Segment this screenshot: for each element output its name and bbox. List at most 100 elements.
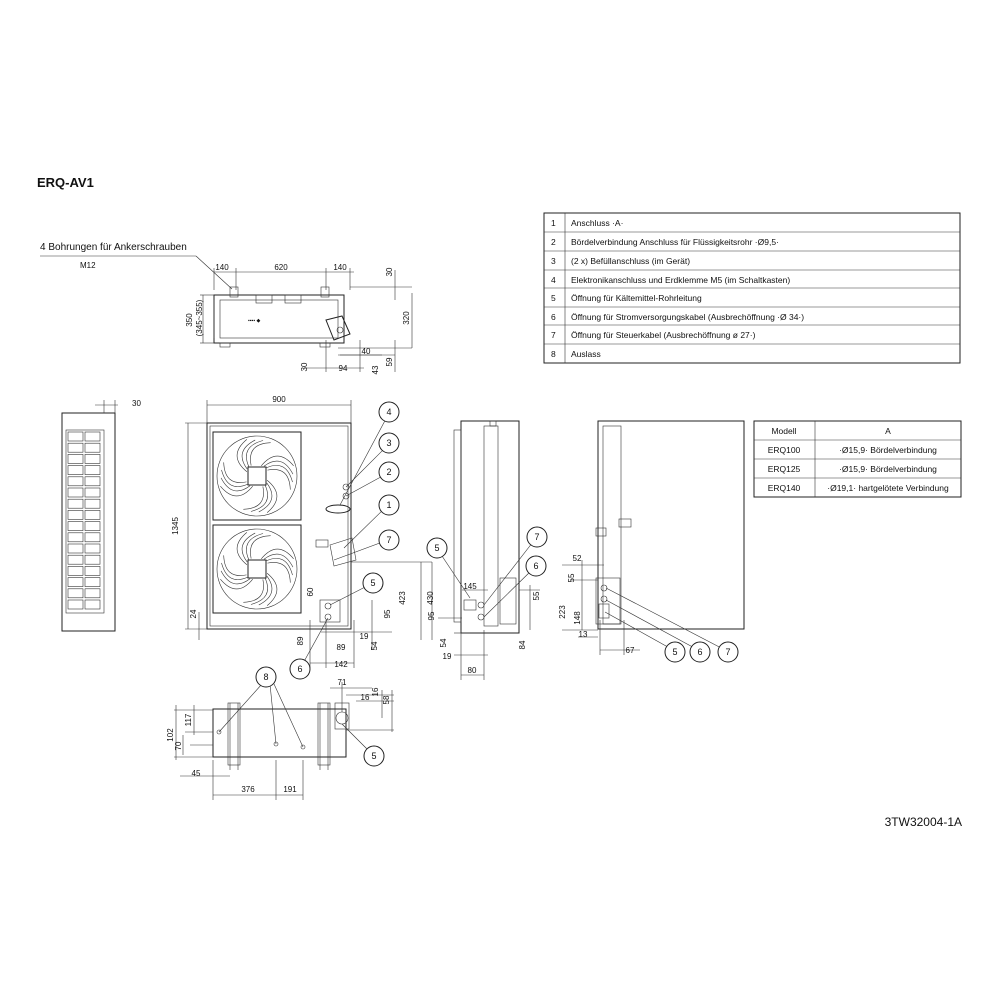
- dim-rear-52: 52: [573, 554, 582, 563]
- svg-text:7: 7: [725, 647, 730, 657]
- legend-text: Bördelverbindung Anschluss für Flüssigke…: [571, 237, 779, 247]
- dim-bottom-117: 117: [184, 713, 193, 726]
- callout-4: 4: [378, 401, 400, 423]
- louver-slot: [67, 442, 84, 453]
- louver-slot: [84, 498, 101, 509]
- fan-blade: [236, 439, 248, 472]
- model-header: A: [885, 426, 891, 436]
- anchor-thread: M12: [80, 261, 96, 270]
- legend-num: 3: [551, 256, 556, 266]
- legend-text: (2 x) Befüllanschluss (im Gerät): [571, 256, 690, 266]
- legend-text: Öffnung für Kältemittel-Rohrleitung: [571, 293, 702, 303]
- callout-2: 2: [378, 461, 400, 483]
- dim-top-140-left: 140: [215, 263, 229, 272]
- louver-slot: [67, 554, 84, 565]
- dim-top-40: 40: [362, 347, 371, 356]
- dim-front-1345: 1345: [171, 517, 180, 535]
- svg-text:6: 6: [697, 647, 702, 657]
- louver-grid: [67, 431, 101, 610]
- legend-text: Auslass: [571, 349, 601, 359]
- svg-text:5: 5: [434, 543, 439, 553]
- document-number: 3TW32004-1A: [885, 815, 962, 829]
- louver-slot: [84, 442, 101, 453]
- dim-side-95: 95: [427, 611, 436, 620]
- fan-blade-hatch: [263, 460, 294, 475]
- svg-text:7: 7: [386, 535, 391, 545]
- louver-slot: [84, 566, 101, 576]
- model-header: Modell: [771, 426, 796, 436]
- dim-front-89a: 89: [296, 636, 305, 645]
- callout-3: 3: [378, 432, 400, 454]
- side-callout-6: 6: [525, 555, 547, 577]
- louver-slot: [84, 543, 101, 554]
- louver-slot: [84, 476, 101, 487]
- side-callout-5: 5: [426, 537, 448, 559]
- svg-text:1: 1: [386, 500, 391, 510]
- left-side-view: 30: [61, 399, 141, 632]
- dim-rear-148: 148: [573, 611, 582, 625]
- svg-text:5: 5: [672, 647, 677, 657]
- callout-1: 1: [378, 494, 400, 516]
- dim-front-89b: 89: [337, 643, 346, 652]
- dim-front-19: 19: [360, 632, 369, 641]
- drawing-title: ERQ-AV1: [37, 175, 94, 190]
- legend-table: 1 Anschluss ·A· 2 Bördelverbindung Ansch…: [543, 212, 961, 364]
- fan-blade-hatch: [250, 535, 271, 559]
- dim-front-423: 423: [398, 591, 407, 605]
- legend-text: Öffnung für Steuerkabel (Ausbrechöffnung…: [571, 330, 756, 340]
- fan-blade-hatch: [221, 469, 249, 487]
- fan-blade-hatch: [250, 442, 271, 466]
- fan-blade-hatch: [221, 562, 249, 580]
- fan-blade-hatch: [265, 558, 293, 576]
- legend-text: Anschluss ·A·: [571, 218, 623, 228]
- legend-num: 2: [551, 237, 556, 247]
- fan-blade-hatch: [220, 570, 251, 585]
- svg-text:6: 6: [533, 561, 538, 571]
- fan-blade-hatch: [241, 439, 256, 470]
- dim-front-142: 142: [334, 660, 348, 669]
- dim-front-60: 60: [306, 587, 315, 596]
- louver-slot: [84, 510, 101, 520]
- dim-bottom-70: 70: [174, 741, 183, 750]
- louver-slot: [67, 532, 84, 543]
- bottom-view: 71 16 16 58 117 102 70 45 376 191: [166, 678, 394, 800]
- louver-slot: [67, 510, 84, 520]
- fan-blade-hatch: [223, 462, 247, 483]
- fan-blade: [266, 480, 278, 513]
- dim-bottom-16: 16: [361, 693, 370, 702]
- dim-rear-13: 13: [579, 630, 588, 639]
- svg-text:5: 5: [370, 578, 375, 588]
- louver-slot: [67, 498, 84, 509]
- legend-num: 1: [551, 218, 556, 228]
- dim-bottom-71: 71: [338, 678, 347, 687]
- model-cell: ERQ125: [768, 464, 801, 474]
- dim-side-145: 145: [463, 582, 477, 591]
- louver-slot: [67, 431, 84, 442]
- model-cell: ·Ø19,1· hartgelötete Verbindung: [827, 483, 949, 493]
- rear-callout-6: 6: [689, 641, 711, 663]
- model-cell: ERQ140: [768, 483, 801, 493]
- dim-side-84: 84: [518, 640, 527, 649]
- dim-side-54: 54: [439, 638, 448, 647]
- dim-side-19: 19: [443, 652, 452, 661]
- dim-top-620: 620: [274, 263, 288, 272]
- fan-blade: [261, 548, 294, 560]
- callout-5: 5: [362, 572, 384, 594]
- anchor-bolt-label: 4 Bohrungen für Ankerschrauben: [40, 242, 187, 253]
- bottom-callout-5: 5: [363, 745, 385, 767]
- fan-blade-hatch: [246, 440, 264, 468]
- dim-top-320: 320: [402, 311, 411, 325]
- svg-text:4: 4: [386, 407, 391, 417]
- legend-num: 5: [551, 293, 556, 303]
- fan-blade-hatch: [267, 562, 291, 583]
- louver-slot: [84, 554, 101, 565]
- svg-text:3: 3: [386, 438, 391, 448]
- dim-front-430: 430: [426, 591, 435, 605]
- louver-slot: [84, 487, 101, 498]
- fan-blade-hatch: [243, 579, 264, 603]
- rear-view: 52 55 223 148 13 67: [558, 420, 745, 655]
- fan-blade-hatch: [258, 482, 273, 513]
- fan-blade: [261, 455, 294, 467]
